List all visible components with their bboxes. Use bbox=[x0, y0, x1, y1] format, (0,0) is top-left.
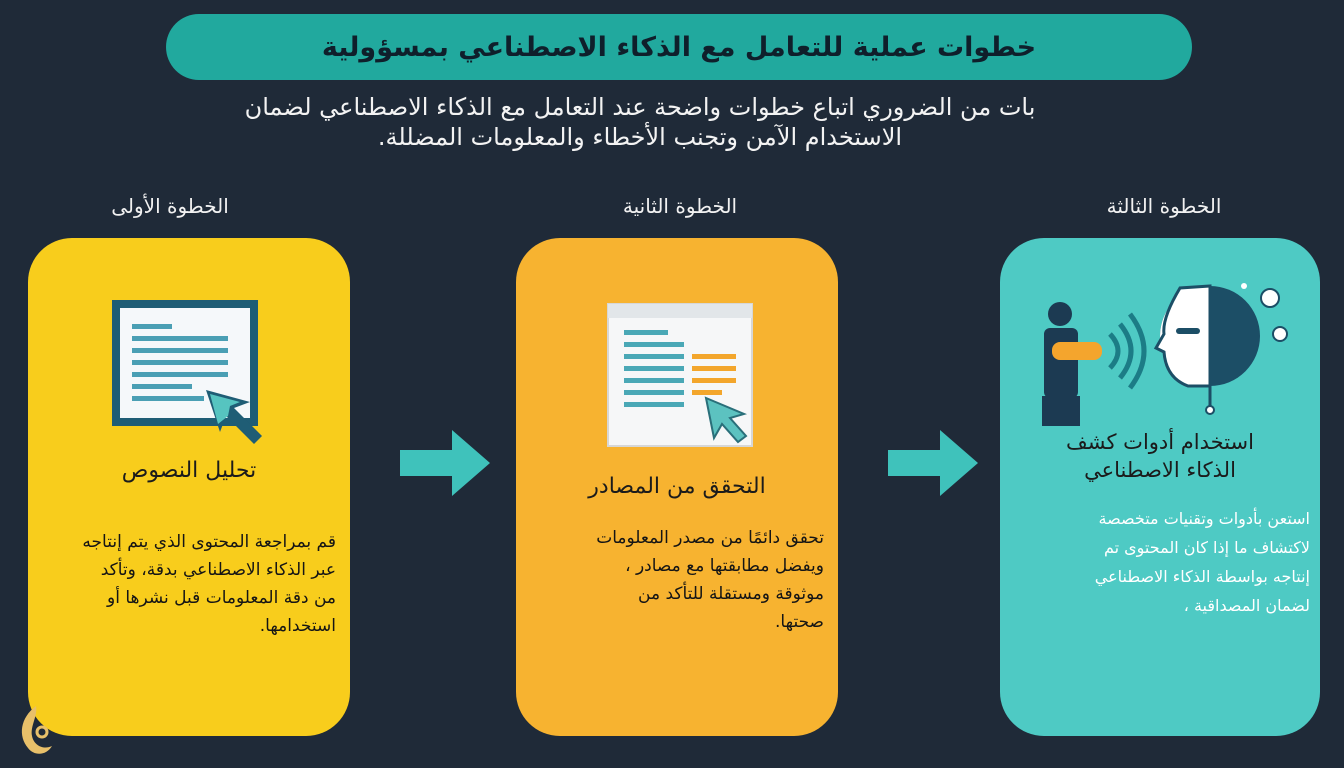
step-3-label: الخطوة الثالثة bbox=[1106, 194, 1222, 218]
step-3-title-line: استخدام أدوات كشف bbox=[1066, 430, 1254, 454]
step-1-body-line: من دقة المعلومات قبل نشرها أو bbox=[107, 588, 336, 608]
step-3-title: استخدام أدوات كشف الذكاء الاصطناعي bbox=[1000, 428, 1320, 484]
step-2-body-line: ويفضل مطابقتها مع مصادر ، bbox=[625, 556, 824, 576]
step-1-title: تحليل النصوص bbox=[121, 458, 257, 483]
intro-line-1: بات من الضروري اتباع خطوات واضحة عند الت… bbox=[244, 93, 1036, 121]
step-2-body-line: صحتها. bbox=[775, 612, 824, 632]
step-2-body: تحقق دائمًا من مصدر المعلومات ويفضل مطاب… bbox=[524, 524, 824, 636]
step-2-card: التحقق من المصادر تحقق دائمًا من مصدر ال… bbox=[516, 238, 838, 736]
document-analysis-icon bbox=[112, 300, 262, 444]
step-3-body-line: لضمان المصداقية ، bbox=[1183, 596, 1310, 615]
source-verification-icon bbox=[607, 303, 753, 447]
arrow-right-icon bbox=[400, 430, 490, 496]
step-2-body-line: موثوقة ومستقلة للتأكد من bbox=[638, 584, 824, 604]
step-1-label: الخطوة الأولى bbox=[111, 194, 229, 218]
step-1-card: تحليل النصوص قم بمراجعة المحتوى الذي يتم… bbox=[28, 238, 350, 736]
step-3-body-line: إنتاجه بواسطة الذكاء الاصطناعي bbox=[1094, 567, 1310, 586]
step-3-card: استخدام أدوات كشف الذكاء الاصطناعي استعن… bbox=[1000, 238, 1320, 736]
step-3-body: استعن بأدوات وتقنيات متخصصة لاكتشاف ما إ… bbox=[1014, 504, 1310, 620]
arrow-right-icon bbox=[888, 430, 978, 496]
step-2-title: التحقق من المصادر bbox=[588, 474, 766, 499]
page-title: خطوات عملية للتعامل مع الذكاء الاصطناعي … bbox=[166, 14, 1192, 80]
step-1-body: قم بمراجعة المحتوى الذي يتم إنتاجه عبر ا… bbox=[36, 528, 336, 640]
step-1-body-line: استخدامها. bbox=[259, 616, 336, 636]
step-1-body-line: قم بمراجعة المحتوى الذي يتم إنتاجه bbox=[82, 532, 336, 552]
step-1-body-line: عبر الذكاء الاصطناعي بدقة، وتأكد bbox=[100, 560, 336, 580]
step-3-body-line: استعن بأدوات وتقنيات متخصصة bbox=[1098, 509, 1310, 528]
ai-detection-icon bbox=[1042, 283, 1288, 426]
step-2-label: الخطوة الثانية bbox=[622, 194, 738, 218]
intro-line-2: الاستخدام الآمن وتجنب الأخطاء والمعلومات… bbox=[377, 123, 903, 151]
brand-logo-icon bbox=[21, 706, 52, 754]
step-3-title-line: الذكاء الاصطناعي bbox=[1084, 458, 1236, 482]
intro-text: بات من الضروري اتباع خطوات واضحة عند الت… bbox=[230, 92, 1050, 152]
step-3-body-line: لاكتشاف ما إذا كان المحتوى تم bbox=[1103, 538, 1310, 557]
step-2-body-line: تحقق دائمًا من مصدر المعلومات bbox=[596, 528, 824, 548]
